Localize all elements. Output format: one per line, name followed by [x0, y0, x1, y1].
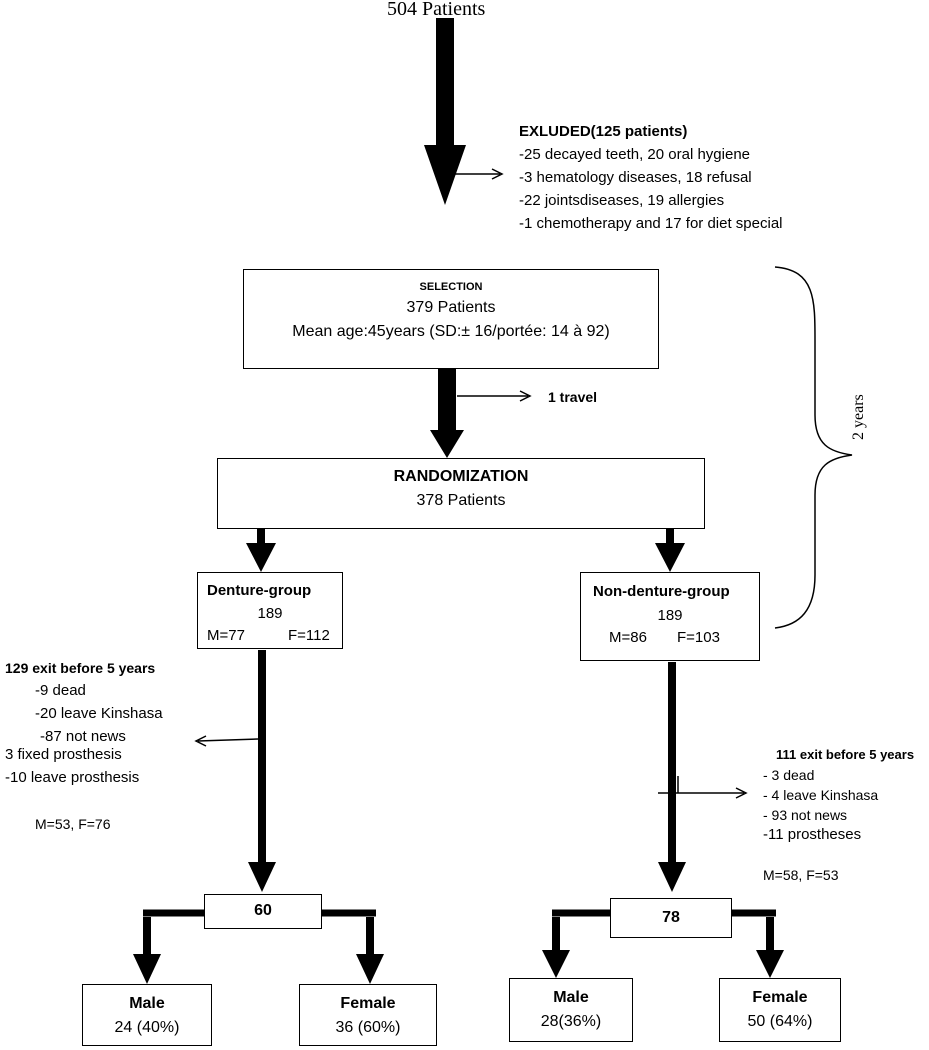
right-female-box: Female 50 (64%) [719, 978, 841, 1042]
selection-box: SELECTION 379 Patients Mean age:45years … [243, 269, 659, 369]
left-male-label: Male [129, 995, 165, 1012]
two-years-label: 2 years [850, 394, 867, 440]
right-exit-line: - 93 not news [763, 807, 848, 823]
left-exit-title: 129 exit before 5 years [5, 660, 156, 676]
denture-group-count: 189 [257, 605, 283, 622]
non-denture-group-title: Non-denture-group [593, 583, 730, 600]
right-male-value: 28(36%) [540, 1013, 602, 1030]
denture-group-box: Denture-group 189 M=77 F=112 [197, 572, 343, 649]
left-female-box: Female 36 (60%) [299, 984, 437, 1046]
arrow-78-to-female [756, 917, 784, 978]
left-final-count-box: 60 [204, 894, 322, 929]
randomization-title: RANDOMIZATION [393, 468, 529, 485]
right-final-count-box: 78 [610, 898, 732, 938]
excluded-line: -1 chemotherapy and 17 for diet special [519, 215, 783, 232]
non-denture-group-count: 189 [657, 607, 683, 624]
non-denture-group-female: F=103 [677, 629, 720, 646]
right-exit-line: -11 prostheses [763, 826, 862, 843]
excluded-title: EXLUDED(125 patients) [519, 123, 688, 140]
top-patient-count: 504 Patients [387, 0, 486, 20]
left-exit-sex: M=53, F=76 [35, 816, 111, 832]
arrow-randomization-to-denture [246, 517, 276, 572]
non-denture-group-box: Non-denture-group 189 M=86 F=103 [580, 572, 760, 661]
non-denture-group-male: M=86 [609, 629, 647, 646]
right-exit-sex: M=58, F=53 [763, 867, 839, 883]
arrow-denture-to-final [248, 650, 276, 892]
arrow-78-to-male [542, 917, 570, 978]
denture-group-title: Denture-group [207, 582, 312, 599]
two-years-brace [774, 266, 853, 629]
left-male-value: 24 (40%) [114, 1019, 180, 1036]
randomization-count: 378 Patients [416, 492, 506, 509]
denture-group-male: M=77 [207, 627, 245, 644]
arrow-left-exit-side [197, 738, 259, 742]
right-exit-title: 111 exit before 5 years [776, 747, 915, 762]
excluded-line: -3 hematology diseases, 18 refusal [519, 169, 752, 186]
arrow-randomization-to-non-denture [655, 517, 685, 572]
excluded-line: -25 decayed teeth, 20 oral hygiene [519, 146, 750, 163]
left-female-label: Female [340, 995, 396, 1012]
excluded-line: -22 jointsdiseases, 19 allergies [519, 192, 725, 209]
left-male-box: Male 24 (40%) [82, 984, 212, 1046]
left-exit-line: -20 leave Kinshasa [35, 705, 163, 722]
arrow-non-denture-to-final [658, 662, 686, 892]
selection-count: 379 Patients [406, 299, 496, 316]
arrow-top-to-exclusion [424, 18, 466, 205]
travel-exit-label: 1 travel [548, 389, 598, 405]
left-exit-line: -87 not news [40, 728, 126, 745]
excluded-block: EXLUDED(125 patients) -25 decayed teeth,… [519, 120, 783, 235]
left-exit-line: -10 leave prosthesis [5, 769, 140, 786]
right-exit-line: - 3 dead [763, 767, 815, 783]
left-exit-line: 3 fixed prosthesis [5, 746, 122, 763]
selection-age: Mean age:45years (SD:± 16/portée: 14 à 9… [292, 323, 610, 340]
right-female-label: Female [752, 989, 808, 1006]
selection-title: SELECTION [419, 281, 483, 293]
arrow-60-to-male [133, 917, 161, 984]
randomization-box: RANDOMIZATION 378 Patients [217, 458, 705, 529]
arrow-selection-to-randomization [430, 360, 464, 458]
left-female-value: 36 (60%) [335, 1019, 401, 1036]
right-male-box: Male 28(36%) [509, 978, 633, 1042]
denture-group-female: F=112 [288, 627, 330, 644]
right-exit-line: - 4 leave Kinshasa [763, 787, 879, 803]
arrow-60-to-female [356, 917, 384, 984]
right-female-value: 50 (64%) [747, 1013, 813, 1030]
right-male-label: Male [553, 989, 589, 1006]
left-exit-line: -9 dead [35, 682, 86, 699]
